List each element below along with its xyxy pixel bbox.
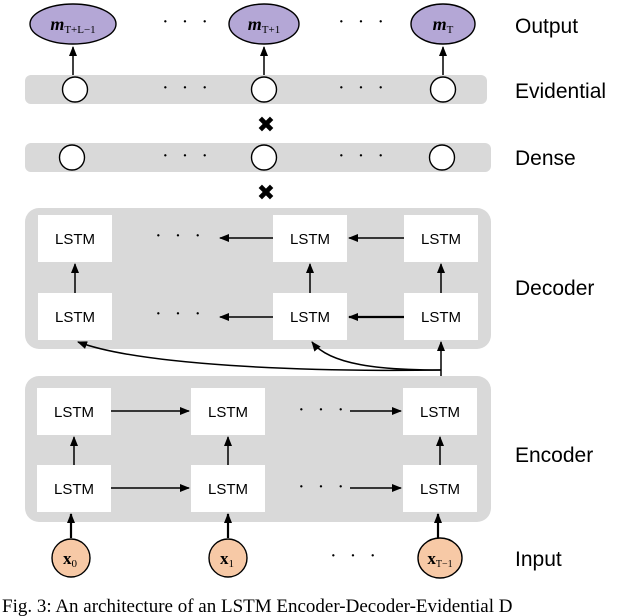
dense-node-2 (250, 144, 278, 171)
input-1-sub: 0 (72, 558, 78, 570)
decoder-lstm-top-3-label: LSTM (421, 231, 461, 248)
input-ellipsis: · · · (330, 545, 380, 567)
decoder-lstm-bottom-1 (38, 293, 112, 340)
evidential-layer: · · · · · · Evidential (25, 75, 606, 104)
input-row: x0 x1 · · · xT−1 Input (51, 537, 562, 579)
svg-text:xT−1: xT−1 (427, 549, 452, 570)
output-2-sub: T+1 (262, 24, 280, 36)
label-output: Output (515, 15, 578, 38)
evidential-node-1 (61, 76, 89, 103)
input-1-base: x (63, 549, 72, 568)
output-1-sub: T+L−1 (64, 24, 95, 36)
decoder-bottom-ellipsis: · · · (155, 303, 205, 325)
input-2-sub: 1 (229, 558, 235, 570)
encoder-lstm-top-3 (403, 388, 477, 435)
encoder-lstm-bottom-1-label: LSTM (54, 481, 94, 498)
decoder-lstm-top-1-label: LSTM (55, 231, 95, 248)
input-3-sub: T−1 (436, 559, 453, 570)
decoder-lstm-top-2-label: LSTM (290, 231, 330, 248)
output-ellipsis-right: · · · (338, 11, 388, 33)
dense-node-3 (428, 144, 456, 171)
decoder-lstm-bottom-2 (273, 293, 347, 340)
evidential-node-3 (429, 76, 457, 103)
decoder-lstm-bottom-3-label: LSTM (421, 309, 461, 326)
output-2-base: m (248, 14, 262, 34)
arrow-context-to-dec-2 (311, 341, 442, 371)
dense-node-1 (58, 144, 86, 171)
label-encoder: Encoder (515, 444, 593, 467)
output-node-2: mT+1 (228, 3, 300, 45)
output-1-base: m (50, 14, 64, 34)
svg-text:x1: x1 (220, 549, 234, 570)
encoder-lstm-bottom-3 (403, 465, 477, 512)
multiply-mark-lower: ✖ (257, 181, 275, 206)
decoder-lstm-bottom-2-label: LSTM (290, 309, 330, 326)
input-node-1: x0 (51, 538, 91, 578)
decoder-block: LSTM · · · LSTM LSTM LSTM · · · LSTM LST… (25, 208, 594, 349)
label-evidential: Evidential (515, 80, 606, 103)
label-dense: Dense (515, 147, 576, 170)
arrow-context-to-dec-1 (77, 341, 442, 372)
decoder-lstm-top-3 (404, 215, 478, 262)
label-input: Input (515, 548, 562, 571)
svg-text:mT: mT (433, 14, 454, 36)
svg-text:mT+1: mT+1 (248, 14, 280, 36)
encoder-lstm-bottom-2 (191, 465, 265, 512)
encoder-lstm-top-2-label: LSTM (208, 404, 248, 421)
output-node-1: mT+L−1 (29, 3, 117, 45)
encoder-lstm-top-2 (191, 388, 265, 435)
input-node-3: xT−1 (417, 537, 463, 579)
encoder-block: LSTM LSTM · · · LSTM LSTM LSTM · · · LST… (25, 376, 593, 522)
output-3-sub: T (447, 24, 454, 36)
encoder-lstm-top-1-label: LSTM (54, 404, 94, 421)
input-3-base: x (427, 549, 436, 568)
evidential-ellipsis-left: · · · (162, 77, 212, 99)
evidential-node-2 (250, 76, 278, 103)
encoder-top-ellipsis: · · · (298, 399, 348, 421)
figure-caption: Fig. 3: An architecture of an LSTM Encod… (2, 596, 513, 616)
input-2-base: x (220, 549, 229, 568)
output-row: mT+L−1 · · · mT+1 · · · mT Output (29, 3, 578, 45)
encoder-lstm-bottom-1 (37, 465, 111, 512)
encoder-lstm-top-1 (37, 388, 111, 435)
encoder-lstm-top-3-label: LSTM (420, 404, 460, 421)
dense-ellipsis-left: · · · (162, 145, 212, 167)
output-ellipsis-left: · · · (162, 11, 212, 33)
encoder-lstm-bottom-3-label: LSTM (420, 481, 460, 498)
encoder-bottom-ellipsis: · · · (298, 476, 348, 498)
decoder-lstm-bottom-3 (404, 293, 478, 340)
decoder-top-ellipsis: · · · (155, 225, 205, 247)
decoder-lstm-top-2 (273, 215, 347, 262)
encoder-lstm-bottom-2-label: LSTM (208, 481, 248, 498)
svg-text:mT+L−1: mT+L−1 (50, 14, 95, 36)
label-decoder: Decoder (515, 277, 594, 300)
dense-layer: · · · · · · Dense (25, 143, 576, 172)
evidential-ellipsis-right: · · · (338, 77, 388, 99)
decoder-lstm-top-1 (38, 215, 112, 262)
multiply-mark-upper: ✖ (257, 113, 275, 138)
input-node-2: x1 (208, 538, 248, 578)
svg-text:x0: x0 (63, 549, 78, 570)
output-3-base: m (433, 14, 447, 34)
decoder-lstm-bottom-1-label: LSTM (55, 309, 95, 326)
dense-ellipsis-right: · · · (338, 145, 388, 167)
output-node-3: mT (410, 3, 476, 45)
